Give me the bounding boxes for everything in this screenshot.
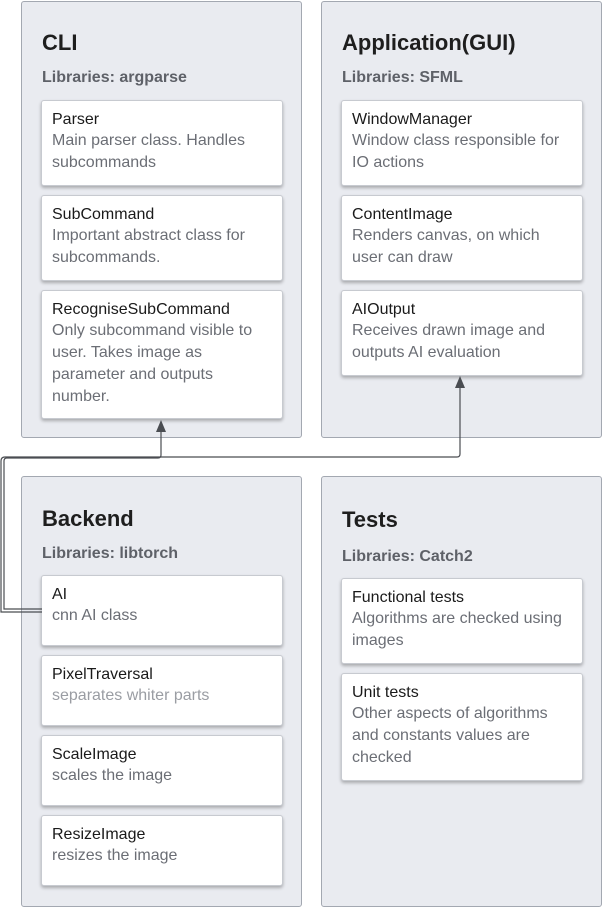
tests-panel: Tests Libraries: Catch2 Functional tests… bbox=[321, 476, 602, 907]
connector-ai-to-gui bbox=[0, 388, 461, 613]
card-description: Window class responsible for IO actions bbox=[352, 132, 560, 171]
card-description: Important abstract class for subcommands… bbox=[52, 227, 245, 266]
panel-libraries: Libraries: libtorch bbox=[42, 545, 179, 562]
card-ai[interactable]: AI cnn AI class bbox=[41, 575, 283, 646]
card-ai-output[interactable]: AIOutput Receives drawn image and output… bbox=[341, 290, 583, 376]
card-title: Parser bbox=[52, 111, 100, 128]
card-description: resizes the image bbox=[52, 847, 178, 864]
arrowhead-to-cli bbox=[156, 420, 166, 432]
card-description: cnn AI class bbox=[52, 607, 138, 624]
card-title: ContentImage bbox=[352, 206, 453, 223]
panel-title: Application(GUI) bbox=[342, 30, 516, 55]
arrowhead-to-gui bbox=[455, 376, 465, 388]
card-functional-tests[interactable]: Functional tests Algorithms are checked … bbox=[341, 578, 583, 664]
panel-libraries: Libraries: argparse bbox=[42, 69, 187, 86]
card-title: ScaleImage bbox=[52, 746, 137, 763]
connector-ai-to-cli bbox=[3, 432, 162, 610]
card-description: separates whiter parts bbox=[52, 687, 210, 704]
gui-panel: Application(GUI) Libraries: SFML WindowM… bbox=[321, 1, 602, 438]
panel-libraries: Libraries: Catch2 bbox=[342, 548, 473, 565]
card-recognise-subcommand[interactable]: RecogniseSubCommand Only subcommand visi… bbox=[41, 290, 283, 419]
card-title: Unit tests bbox=[352, 684, 419, 701]
panel-libraries: Libraries: SFML bbox=[342, 69, 463, 86]
backend-panel: Backend Libraries: libtorch AI cnn AI cl… bbox=[21, 476, 302, 907]
card-title: WindowManager bbox=[352, 111, 473, 128]
card-content-image[interactable]: ContentImage Renders canvas, on which us… bbox=[341, 195, 583, 281]
card-title: RecogniseSubCommand bbox=[52, 301, 230, 318]
card-scale-image[interactable]: ScaleImage scales the image bbox=[41, 735, 283, 806]
card-parser[interactable]: Parser Main parser class. Handles subcom… bbox=[41, 100, 283, 186]
card-subcommand[interactable]: SubCommand Important abstract class for … bbox=[41, 195, 283, 281]
card-title: SubCommand bbox=[52, 206, 155, 223]
card-pixel-traversal[interactable]: PixelTraversal separates whiter parts bbox=[41, 655, 283, 726]
card-title: PixelTraversal bbox=[52, 666, 153, 683]
card-title: Functional tests bbox=[352, 589, 465, 606]
card-title: AIOutput bbox=[352, 301, 416, 318]
cli-panel: CLI Libraries: argparse Parser Main pars… bbox=[21, 1, 302, 438]
card-title: AI bbox=[52, 586, 68, 603]
panel-title: CLI bbox=[42, 30, 78, 55]
card-resize-image[interactable]: ResizeImage resizes the image bbox=[41, 815, 283, 886]
card-description: Only subcommand visible to user. Takes i… bbox=[52, 322, 253, 405]
panel-title: Backend bbox=[42, 506, 134, 531]
card-description: Renders canvas, on which user can draw bbox=[352, 227, 540, 266]
card-description: Receives drawn image and outputs AI eval… bbox=[352, 322, 545, 361]
card-description: Other aspects of algorithms and constant… bbox=[352, 705, 548, 766]
card-unit-tests[interactable]: Unit tests Other aspects of algorithms a… bbox=[341, 673, 583, 781]
card-description: Main parser class. Handles subcommands bbox=[52, 132, 245, 171]
card-window-manager[interactable]: WindowManager Window class responsible f… bbox=[341, 100, 583, 186]
card-title: ResizeImage bbox=[52, 826, 146, 843]
panel-title: Tests bbox=[342, 507, 398, 532]
card-description: scales the image bbox=[52, 767, 173, 784]
card-description: Algorithms are checked using images bbox=[352, 610, 562, 649]
